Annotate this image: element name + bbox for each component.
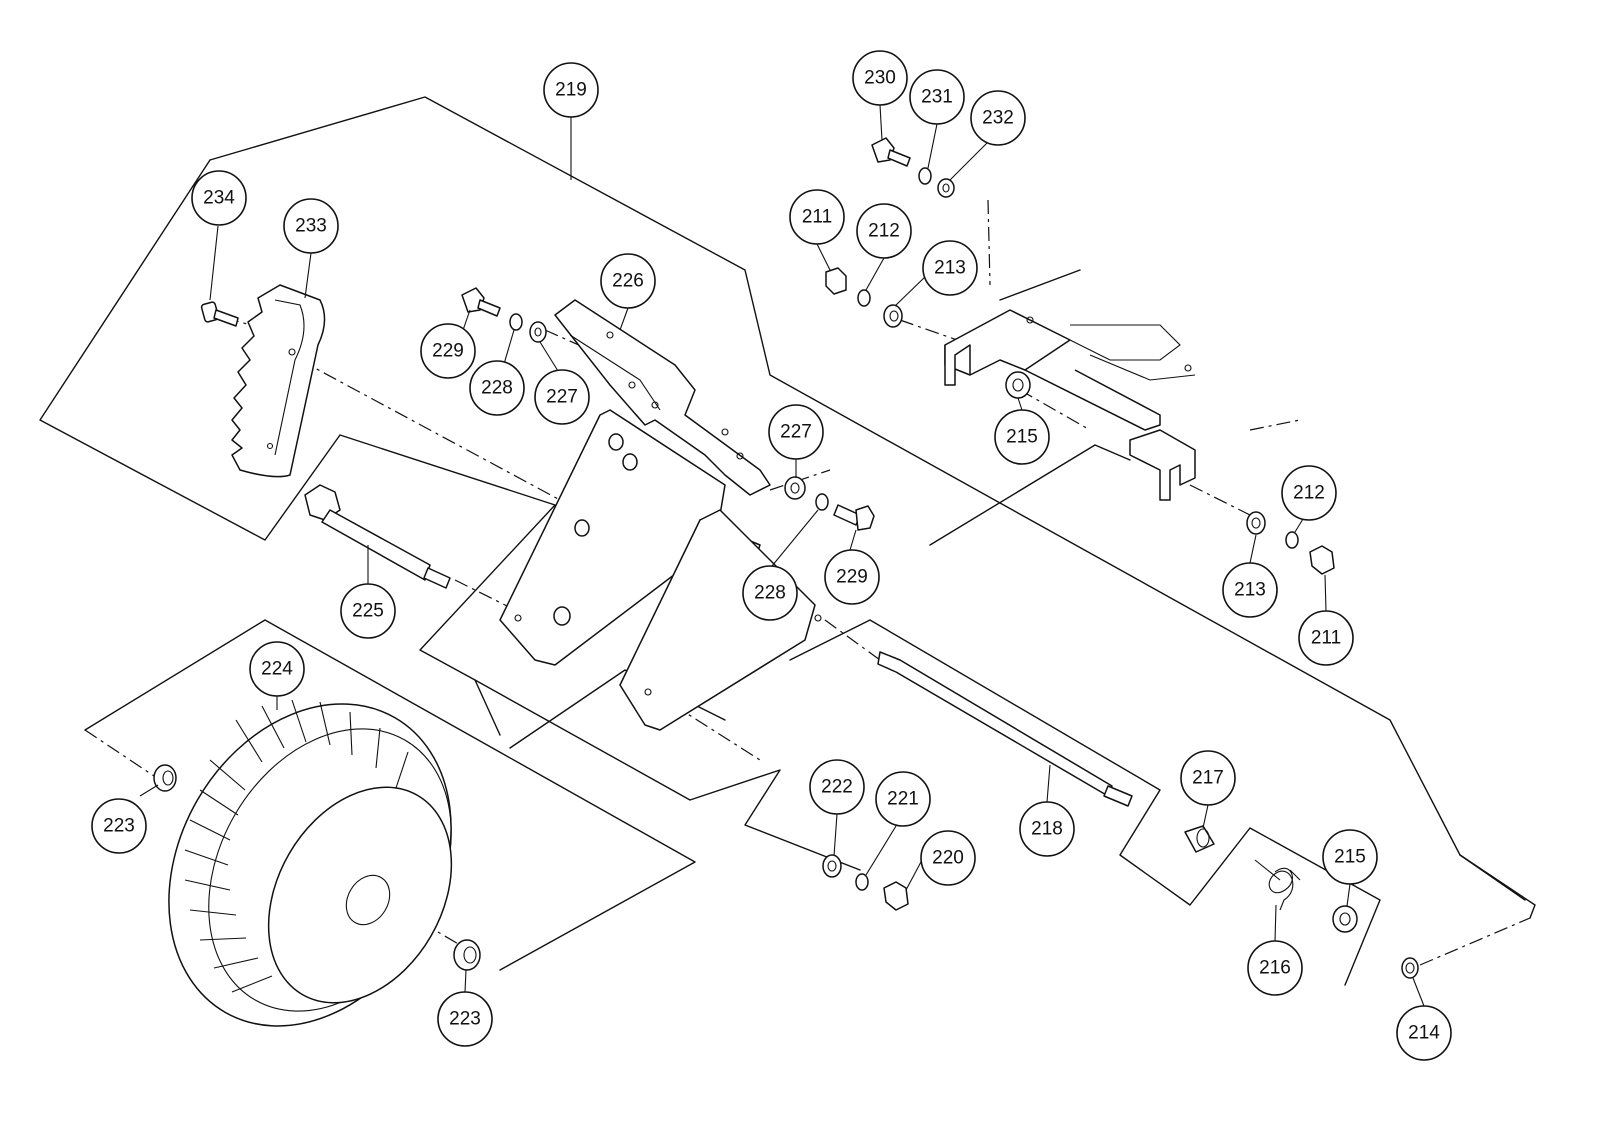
svg-text:219: 219 [555,80,587,101]
svg-text:228: 228 [481,378,513,399]
hardware-parts [461,137,1419,979]
svg-text:226: 226 [612,271,644,292]
callout-labels: 219 230 231 232 234 233 211 212 213 226 … [91,50,1452,1061]
svg-text:225: 225 [352,601,384,622]
svg-text:227: 227 [780,422,812,443]
svg-text:223: 223 [449,1009,481,1030]
callout-211-lower: 211 [1298,610,1354,666]
svg-text:211: 211 [1311,628,1341,649]
svg-text:229: 229 [836,567,868,588]
callout-228-right: 228 [742,565,798,621]
callout-223-left: 223 [91,798,147,854]
callout-215-lower: 215 [1322,829,1378,885]
svg-text:231: 231 [921,87,953,108]
callout-227-left: 227 [534,369,590,425]
svg-text:213: 213 [1234,580,1266,601]
svg-text:232: 232 [982,108,1014,129]
callout-219: 219 [543,62,599,118]
bolt-234-part [200,301,239,327]
svg-text:216: 216 [1259,958,1291,979]
rack-sector-part [231,284,326,478]
arm-bracket-part [554,299,771,496]
svg-text:234: 234 [203,188,235,209]
callout-221: 221 [875,771,931,827]
svg-text:213: 213 [934,258,966,279]
callout-214: 214 [1396,1005,1452,1061]
callout-229-right: 229 [824,549,880,605]
svg-text:227: 227 [546,387,578,408]
svg-text:212: 212 [1293,483,1325,504]
callout-224: 224 [249,641,305,697]
svg-text:217: 217 [1192,768,1224,789]
assembly-outline [39,96,1536,986]
bushing-223-parts [153,764,481,971]
side-plate-part [499,409,822,731]
svg-text:215: 215 [1334,847,1366,868]
callout-231: 231 [909,69,965,125]
svg-text:215: 215 [1006,427,1038,448]
svg-text:218: 218 [1031,819,1063,840]
callout-226: 226 [600,253,656,309]
axle-shaft-part [877,651,1133,807]
svg-text:223: 223 [103,816,135,837]
callout-213-lower: 213 [1222,562,1278,618]
svg-text:211: 211 [802,207,832,228]
callout-230: 230 [852,50,908,106]
svg-text:212: 212 [868,221,900,242]
svg-text:224: 224 [261,659,293,680]
shoulder-bolt-part [304,484,451,589]
callout-232: 232 [970,90,1026,146]
callout-225: 225 [340,583,396,639]
callout-217: 217 [1180,750,1236,806]
svg-text:230: 230 [864,68,896,89]
svg-text:222: 222 [821,777,853,798]
callout-220: 220 [920,830,976,886]
callout-212-upper: 212 [856,203,912,259]
callout-211-upper: 211 [789,189,845,245]
callout-218: 218 [1019,801,1075,857]
frame-bracket-part [944,309,1196,501]
callout-223-right: 223 [437,991,493,1047]
callout-213-upper: 213 [922,240,978,296]
svg-text:221: 221 [887,789,919,810]
callout-229-left: 229 [420,323,476,379]
svg-text:220: 220 [932,848,964,869]
callout-222: 222 [809,759,865,815]
callout-216: 216 [1247,940,1303,996]
wheel-part [168,699,453,1027]
svg-text:229: 229 [432,341,464,362]
svg-text:214: 214 [1408,1023,1440,1044]
callout-227-right: 227 [768,404,824,460]
svg-text:233: 233 [295,216,327,237]
callout-233: 233 [283,198,339,254]
callout-212-lower: 212 [1281,465,1337,521]
svg-text:228: 228 [754,583,786,604]
callout-215-upper: 215 [994,409,1050,465]
callout-234: 234 [191,170,247,226]
callout-228-left: 228 [469,360,525,416]
